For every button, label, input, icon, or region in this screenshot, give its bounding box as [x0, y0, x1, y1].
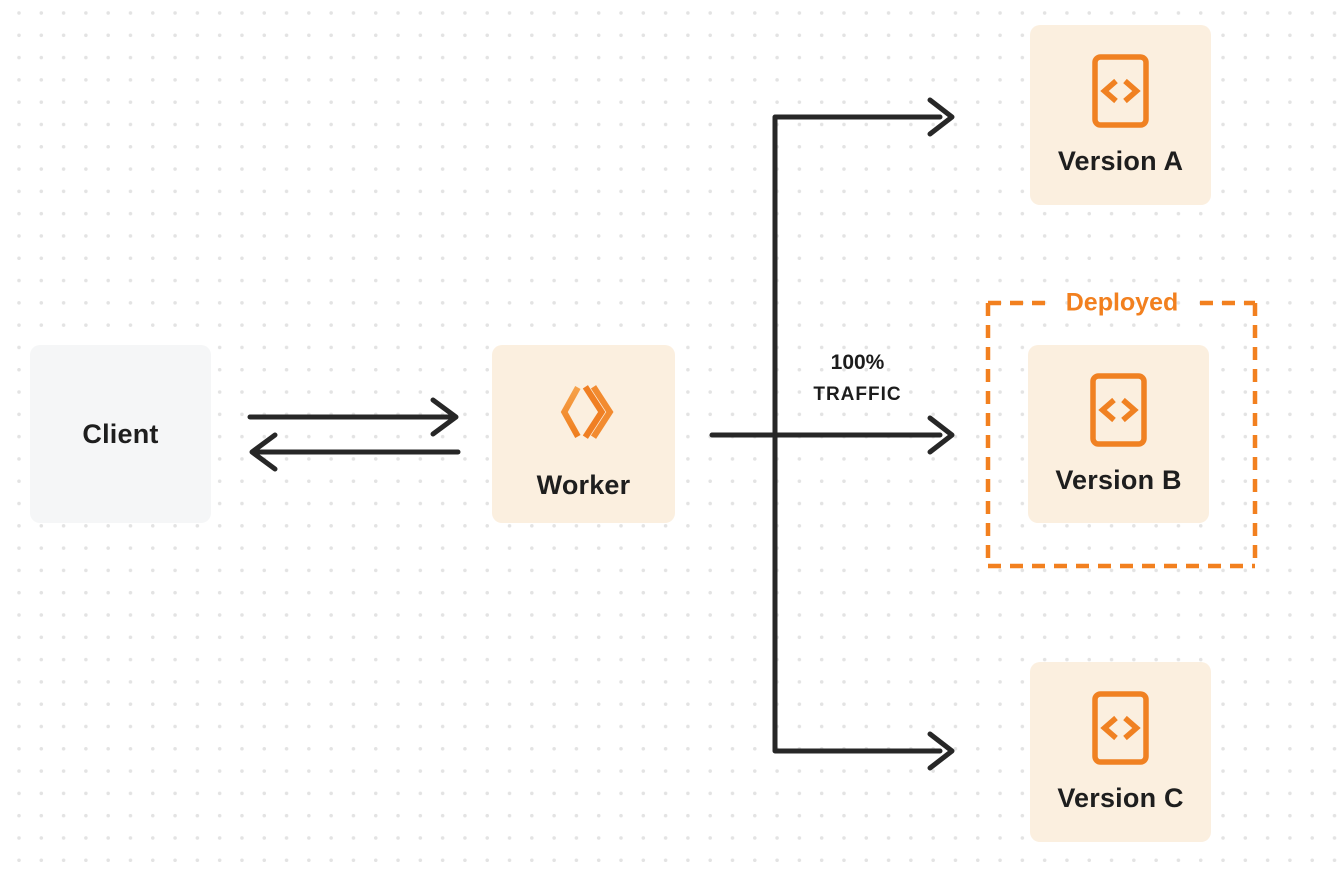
version-c-node: Version C: [1030, 662, 1211, 842]
code-file-icon: [1092, 53, 1149, 128]
arrowhead-version-a: [927, 97, 955, 137]
client-node: Client: [30, 345, 211, 523]
version-a-node: Version A: [1030, 25, 1211, 205]
code-file-icon: [1092, 690, 1149, 765]
traffic-annotation: 100% TRAFFIC: [790, 348, 925, 411]
arrowhead-version-c: [927, 731, 955, 771]
workers-logo-icon: [560, 384, 613, 439]
deployed-label: Deployed: [1065, 288, 1179, 317]
worker-to-client-arrow: [249, 432, 461, 472]
version-b-node: Version B: [1028, 345, 1209, 523]
worker-node: Worker: [492, 345, 675, 523]
version-c-label: Version C: [1057, 782, 1184, 813]
code-file-icon: [1090, 372, 1147, 447]
traffic-percent-text: 100%: [830, 351, 885, 374]
version-b-label: Version B: [1055, 464, 1182, 495]
traffic-word-text: TRAFFIC: [813, 384, 902, 405]
worker-label: Worker: [536, 469, 631, 500]
version-a-label: Version A: [1057, 145, 1184, 176]
client-to-worker-arrow: [247, 397, 459, 437]
arrowhead-version-b: [927, 415, 955, 455]
branch-trunk: [709, 114, 943, 754]
client-label: Client: [82, 418, 159, 449]
